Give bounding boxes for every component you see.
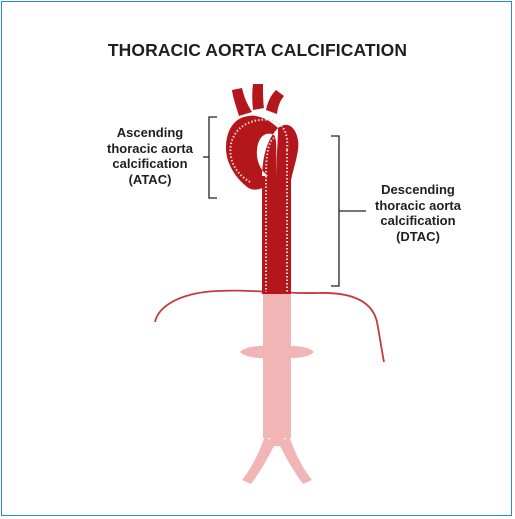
ascending-bracket: [203, 117, 217, 198]
abdominal-aorta: [240, 292, 314, 484]
descending-bracket: [331, 136, 366, 286]
